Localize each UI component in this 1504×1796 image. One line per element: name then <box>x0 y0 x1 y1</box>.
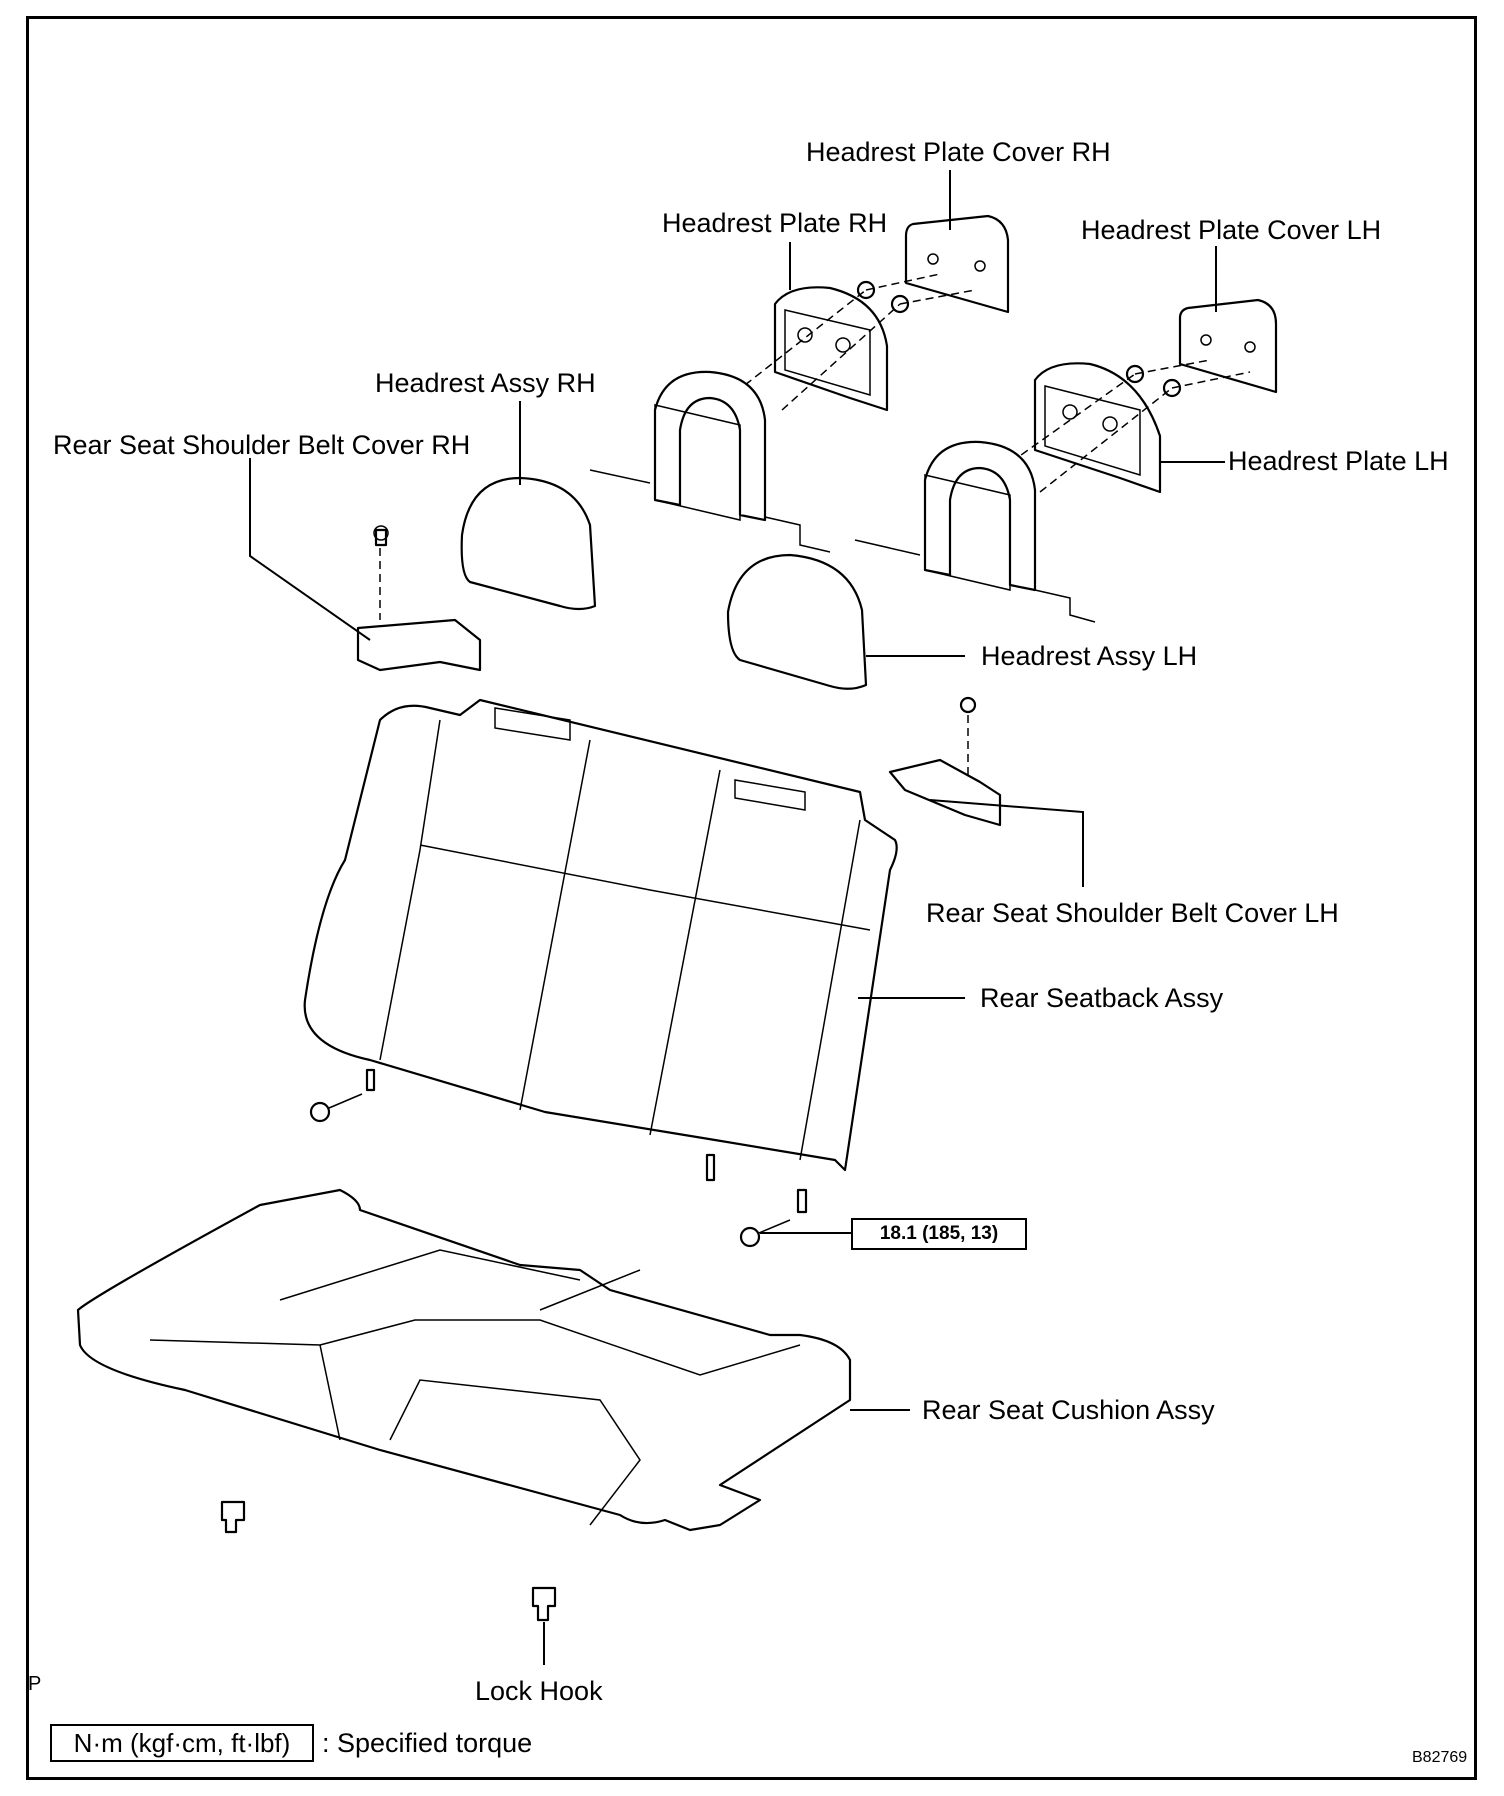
label-rear-seatback-assy: Rear Seatback Assy <box>980 983 1224 1013</box>
nuts <box>856 280 1182 398</box>
lock-hook-parts <box>220 1500 557 1622</box>
headrest-frame-rh <box>589 370 831 553</box>
headrest-plate-rh-part <box>773 286 889 412</box>
figure-code: B82769 <box>1412 1749 1468 1766</box>
label-headrest-plate-lh: Headrest Plate LH <box>1228 446 1449 476</box>
belt-cover-lh-part <box>888 696 1002 827</box>
label-rear-seat-cushion-assy: Rear Seat Cushion Assy <box>922 1395 1215 1425</box>
label-headrest-plate-cover-rh: Headrest Plate Cover RH <box>806 137 1111 167</box>
label-headrest-plate-cover-lh: Headrest Plate Cover LH <box>1081 215 1382 245</box>
torque-value-box: 18.1 (185, 13) <box>851 1218 1027 1250</box>
headrest-plate-cover-lh-part <box>1178 298 1278 394</box>
torque-unit-box: N·m (kgf·cm, ft·lbf) <box>50 1724 314 1762</box>
headrest-plate-lh-part <box>1033 362 1162 494</box>
label-rear-seat-shoulder-belt-cover-rh: Rear Seat Shoulder Belt Cover RH <box>53 430 471 460</box>
rear-seat-cushion-part <box>76 1188 852 1532</box>
headrest-assy-lh-part <box>726 553 868 690</box>
label-rear-seat-shoulder-belt-cover-lh: Rear Seat Shoulder Belt Cover LH <box>926 898 1339 928</box>
label-lock-hook: Lock Hook <box>475 1676 603 1706</box>
label-headrest-assy-rh: Headrest Assy RH <box>375 368 596 398</box>
legend-description: : Specified torque <box>322 1728 533 1758</box>
diagram-frame <box>26 16 1477 1780</box>
bolts <box>309 1068 808 1248</box>
rear-seatback-part <box>303 698 898 1172</box>
leader-lines <box>249 170 1225 1665</box>
corner-mark: P <box>28 1673 42 1695</box>
headrest-assy-rh-part <box>460 476 597 611</box>
headrest-frame-lh <box>854 440 1096 623</box>
label-headrest-plate-rh: Headrest Plate RH <box>662 208 888 238</box>
belt-cover-rh-part <box>356 525 482 672</box>
label-headrest-assy-lh: Headrest Assy LH <box>981 641 1198 671</box>
headrest-plate-cover-rh-part <box>904 214 1010 314</box>
